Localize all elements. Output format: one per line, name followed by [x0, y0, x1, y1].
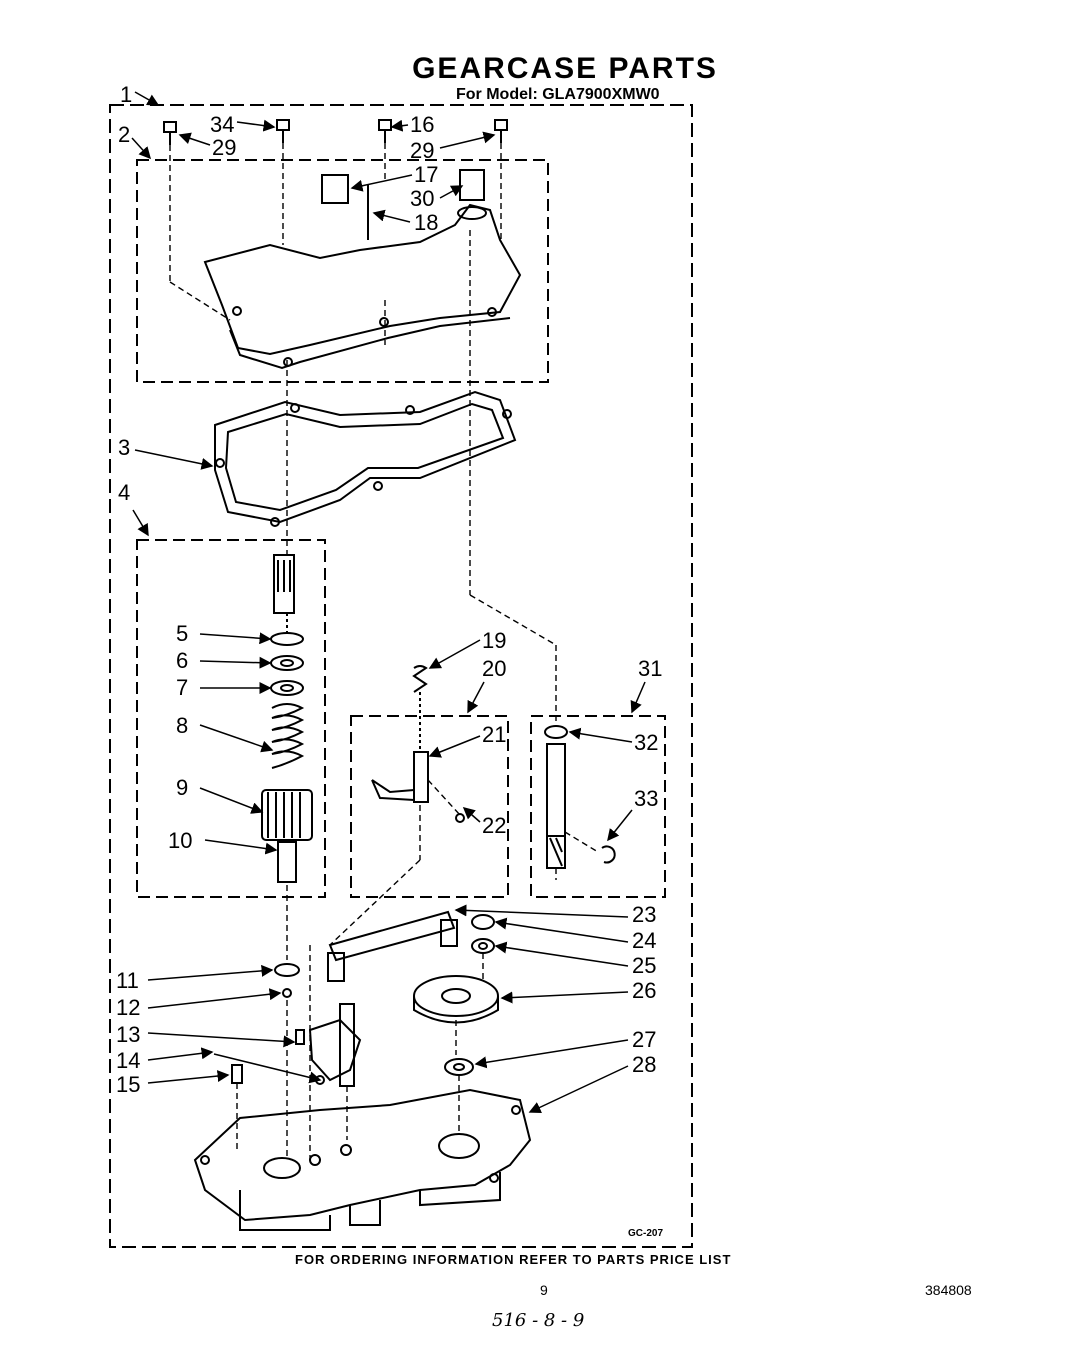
assembly-box-4 [136, 539, 326, 898]
assembly-box-31 [530, 715, 666, 898]
callout-14: 14 [116, 1048, 140, 1073]
callout-21: 21 [482, 722, 506, 747]
callout-25: 25 [632, 953, 656, 978]
assembly-box-20 [350, 715, 509, 898]
callout-13: 13 [116, 1022, 140, 1047]
ordering-note: FOR ORDERING INFORMATION REFER TO PARTS … [295, 1252, 732, 1267]
callout-17: 17 [414, 162, 438, 187]
document-number: 384808 [925, 1282, 972, 1298]
callout-22: 22 [482, 813, 506, 838]
callout-10: 10 [168, 828, 192, 853]
leader-lines [131, 91, 646, 1113]
callout-33: 33 [634, 786, 658, 811]
callout-2: 2 [118, 122, 130, 147]
callout-29-right: 29 [410, 138, 434, 163]
small-parts [231, 963, 362, 1087]
callout-32: 32 [634, 730, 658, 755]
agitator-shaft-assembly [544, 725, 616, 869]
handwritten-note: 516 - 8 - 9 [492, 1310, 585, 1331]
diagram-code: GC-207 [628, 1228, 664, 1239]
callout-9: 9 [176, 775, 188, 800]
callout-16: 16 [410, 112, 434, 137]
page-number: 9 [540, 1282, 548, 1298]
callout-30: 30 [410, 186, 434, 211]
gasket [214, 390, 517, 527]
callout-19: 19 [482, 628, 506, 653]
assembly-box-2 [136, 159, 549, 383]
callout-15: 15 [116, 1072, 140, 1097]
callout-1: 1 [120, 82, 132, 107]
callout-20: 20 [482, 656, 506, 681]
callout-3: 3 [118, 435, 130, 460]
callout-26: 26 [632, 978, 656, 1003]
callout-12: 12 [116, 995, 140, 1020]
shift-fork-assembly [371, 665, 465, 823]
assembly-box-1 [109, 104, 693, 1248]
drive-gear-assembly [327, 910, 499, 1076]
callout-18: 18 [414, 210, 438, 235]
callout-11: 11 [116, 968, 139, 993]
gearcase-cover [203, 169, 522, 370]
callout-24: 24 [632, 928, 656, 953]
callout-31: 31 [638, 656, 662, 681]
callout-29-left: 29 [212, 135, 236, 160]
pinion-shaft-assembly [261, 554, 313, 883]
top-bolts [163, 119, 508, 145]
callout-28: 28 [632, 1052, 656, 1077]
callout-6: 6 [176, 648, 188, 673]
callout-23: 23 [632, 902, 656, 927]
callout-5: 5 [176, 621, 188, 646]
callout-numbers: 1 2 3 4 5 6 7 8 9 10 11 12 13 14 15 16 1… [116, 82, 662, 1097]
page-title: GEARCASE PARTS [412, 52, 718, 85]
alignment-lines [169, 143, 599, 1160]
model-line: For Model: GLA7900XMW0 [456, 86, 660, 103]
callout-27: 27 [632, 1027, 656, 1052]
callout-34: 34 [210, 112, 234, 137]
callout-8: 8 [176, 713, 188, 738]
callout-7: 7 [176, 675, 188, 700]
gearcase-base [193, 1088, 532, 1231]
callout-4: 4 [118, 480, 130, 505]
